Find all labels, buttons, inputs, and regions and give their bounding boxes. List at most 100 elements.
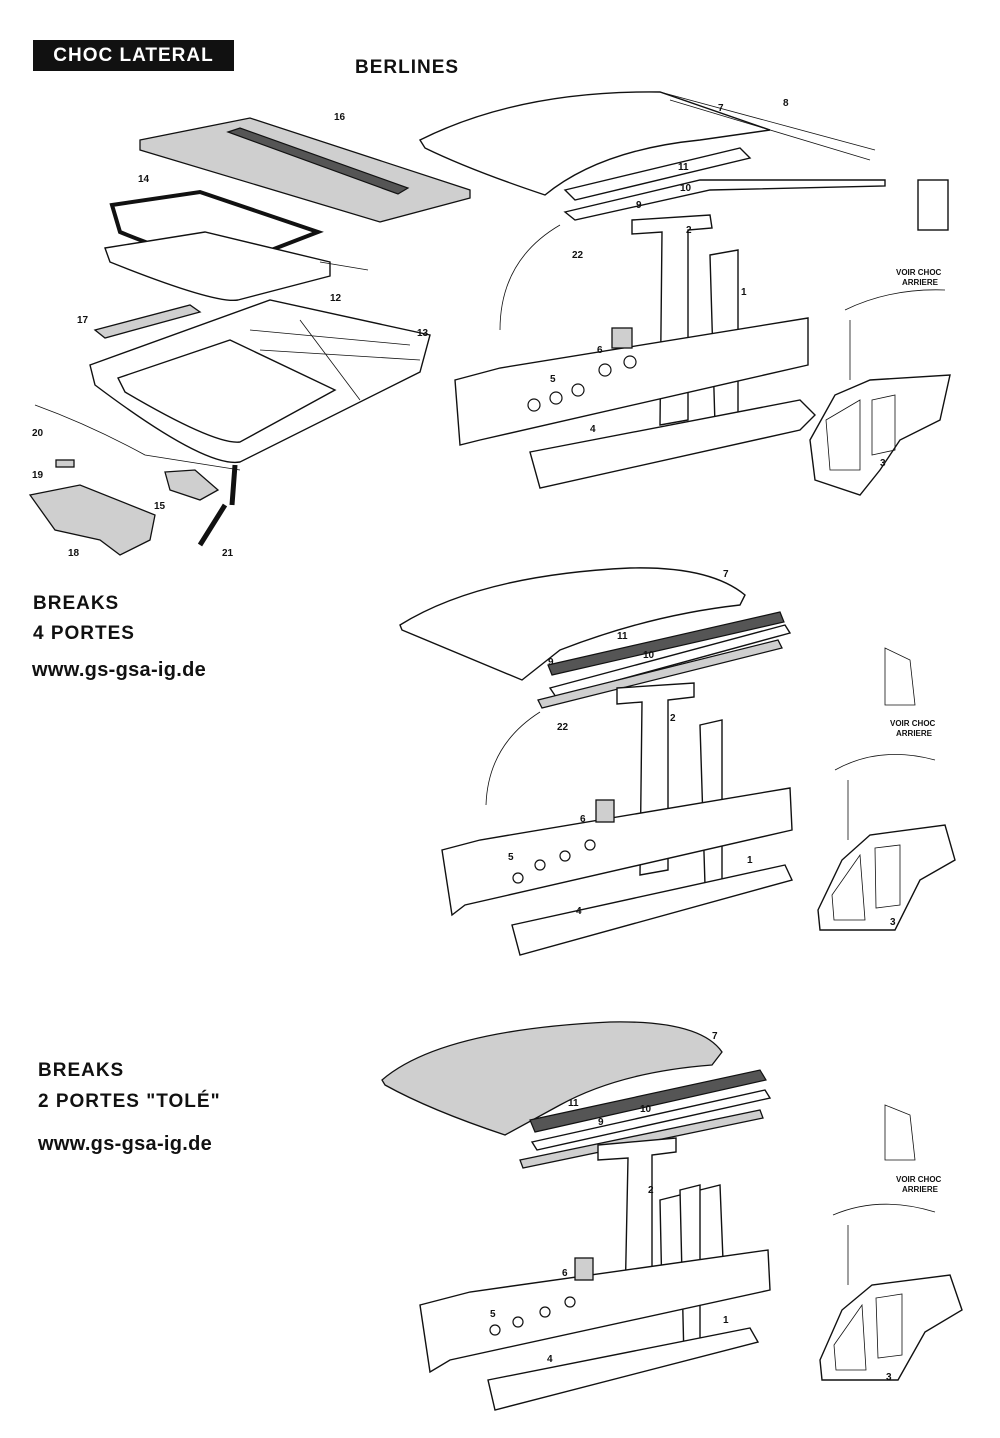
roof-frame-ribs <box>249 319 421 401</box>
berlines-rear-fender <box>844 289 946 380</box>
berlines-label-1: 1 <box>741 287 747 298</box>
berlines-label-10: 10 <box>680 183 692 194</box>
glass-clip <box>319 261 369 271</box>
berlines-sill-5 <box>454 317 809 446</box>
berlines-title: BERLINES <box>355 57 460 78</box>
breaks2-label-4: 4 <box>547 1354 553 1365</box>
breaks2-sill-5 <box>419 1249 771 1374</box>
breaks4-label-9: 9 <box>548 657 554 668</box>
breaks4-side-panel-3 <box>817 824 956 931</box>
label-21: 21 <box>222 548 234 559</box>
breaks4-label-10: 10 <box>643 650 655 661</box>
breaks4-side-panel-openings <box>831 844 901 921</box>
berlines-side-panel-openings <box>825 394 896 471</box>
breaks2-side-panel-openings <box>833 1293 903 1371</box>
berlines-roof-group <box>418 91 951 496</box>
label-13: 13 <box>417 328 429 339</box>
breaks2-label-10: 10 <box>640 1104 652 1115</box>
label-17: 17 <box>77 315 89 326</box>
label-15: 15 <box>154 501 166 512</box>
breaks4-label-22: 22 <box>557 722 569 733</box>
breaks2-label-5: 5 <box>490 1309 496 1320</box>
breaks4-label-3: 3 <box>890 917 896 928</box>
berlines-rail-10 <box>563 179 886 221</box>
berlines-label-3: 3 <box>880 458 886 469</box>
breaks4-strip-22 <box>485 711 541 806</box>
breaks4-quarter-bracket <box>884 647 916 706</box>
breaks2-label-11: 11 <box>568 1098 579 1109</box>
label-20: 20 <box>32 428 44 439</box>
breaks4-roof-panel <box>399 567 746 681</box>
berlines-label-7: 7 <box>718 103 724 114</box>
breaks4-note-line1: VOIR CHOC <box>890 719 936 728</box>
berlines-label-11: 11 <box>678 162 689 173</box>
label-14: 14 <box>138 174 150 185</box>
breaks2-quarter-bracket <box>884 1104 916 1161</box>
part-labels: 16 14 12 17 13 20 19 15 18 21 7 8 11 10 … <box>32 98 942 1383</box>
breaks4-rocker-4 <box>511 864 793 956</box>
section-badge: CHOC LATERAL <box>33 40 234 71</box>
roof-frame <box>89 299 431 464</box>
label-19: 19 <box>32 470 44 481</box>
berlines-side-panel-3 <box>809 374 951 496</box>
breaks2-url: www.gs-gsa-ig.de <box>38 1133 213 1155</box>
breaks2-label-7: 7 <box>712 1031 718 1042</box>
label-16: 16 <box>334 112 346 123</box>
berlines-roof-strip <box>659 91 876 161</box>
breaks4-note-line2: ARRIERE <box>896 729 933 738</box>
breaks2-note-line2: ARRIERE <box>902 1185 939 1194</box>
berlines-quarter-bracket <box>917 179 949 231</box>
berlines-rail-11 <box>563 147 752 201</box>
drain-cable <box>34 404 241 471</box>
breaks4-rail-9 <box>537 639 783 709</box>
breaks4-rear-fender <box>834 753 936 840</box>
breaks2-title-line1: BREAKS <box>38 1060 125 1081</box>
breaks4-label-7: 7 <box>723 569 729 580</box>
berlines-label-5: 5 <box>550 374 556 385</box>
berlines-roof-panel <box>418 91 771 196</box>
breaks2-label-1: 1 <box>723 1315 729 1326</box>
roof-frame-opening <box>117 339 337 443</box>
breaks2-label-3: 3 <box>886 1372 892 1383</box>
breaks4-label-11: 11 <box>617 631 628 642</box>
breaks2-roof-panel <box>381 1021 723 1136</box>
drain-hose <box>197 464 238 547</box>
breaks4-title-line1: BREAKS <box>33 593 120 614</box>
berlines-part-6 <box>611 327 633 349</box>
berlines-label-6: 6 <box>597 345 603 356</box>
breaks2-group <box>381 1021 963 1411</box>
bracket-17 <box>93 304 202 339</box>
part-15 <box>164 469 220 501</box>
breaks4-rail-11 <box>547 611 785 676</box>
breaks4-pillar-2 <box>616 682 695 876</box>
breaks4-label-1: 1 <box>747 855 753 866</box>
berlines-label-22: 22 <box>572 250 584 261</box>
breaks2-side-panel-3 <box>819 1274 963 1381</box>
breaks2-title-line2: 2 PORTES "TOLÉ" <box>38 1091 221 1112</box>
breaks4-rail-10 <box>548 624 792 698</box>
breaks4-title-line2: 4 PORTES <box>33 623 135 644</box>
part-19 <box>55 459 75 468</box>
breaks2-part-6 <box>574 1257 594 1281</box>
breaks2-rail-11 <box>529 1069 767 1133</box>
breaks2-rail-10 <box>530 1089 772 1151</box>
glass-panel <box>104 231 331 302</box>
breaks2-rocker-4 <box>487 1327 760 1411</box>
breaks2-rear-fender <box>832 1203 936 1285</box>
label-18: 18 <box>68 548 80 559</box>
berlines-label-9: 9 <box>636 200 642 211</box>
bracket-18 <box>28 484 156 556</box>
berlines-label-8: 8 <box>783 98 789 109</box>
breaks4-label-2: 2 <box>670 713 676 724</box>
headliner-panel <box>139 117 471 223</box>
breaks4-sill-5 <box>441 787 793 917</box>
label-12: 12 <box>330 293 342 304</box>
breaks4-part-6 <box>595 799 615 823</box>
breaks4-group <box>399 567 956 956</box>
berlines-pillar-2 <box>631 214 713 426</box>
breaks2-rail-9 <box>519 1109 764 1169</box>
headliner-rail <box>226 127 410 195</box>
sunroof-assembly <box>28 117 471 556</box>
breaks4-label-5: 5 <box>508 852 514 863</box>
